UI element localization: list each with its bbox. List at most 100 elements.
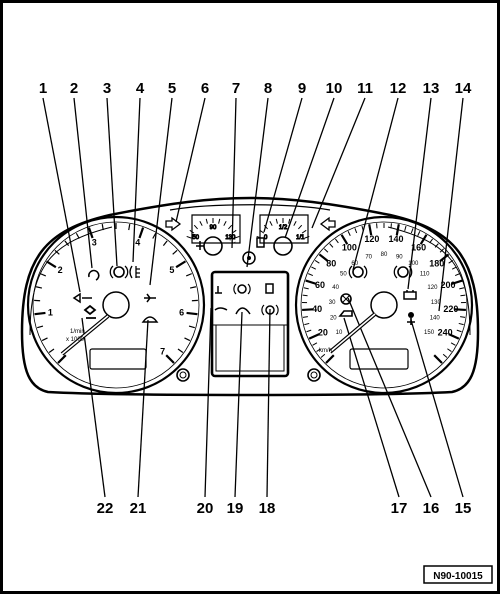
gauge-tick	[34, 311, 46, 316]
speedometer-scale-label: 200	[440, 280, 455, 290]
gauge-tick	[186, 311, 198, 316]
gauge-tick	[419, 234, 428, 245]
gauge-tick	[450, 342, 456, 346]
tachometer-scale-label: 1	[48, 307, 53, 317]
gauge-tick	[459, 287, 465, 290]
gauge-tick	[306, 329, 312, 333]
gauge-tick	[293, 221, 297, 226]
gauge-tick	[312, 342, 318, 346]
tachometer-scale-label: 4	[135, 238, 140, 248]
speedometer-scale-label: 220	[443, 304, 458, 314]
gauge-tick	[101, 224, 104, 231]
tachometer-display	[89, 348, 147, 370]
gauge-tick	[460, 294, 466, 297]
gauge-tick	[304, 235, 310, 239]
gauge-tick	[340, 234, 349, 245]
gauge-tick	[288, 218, 291, 224]
callout-3: 3	[103, 80, 111, 97]
reference-box	[423, 565, 493, 584]
speedometer-inner-label: 90	[396, 254, 403, 260]
speedometer-inner-label: 50	[340, 272, 347, 278]
door-open-icon	[235, 307, 251, 315]
rear-fog-light-icon	[129, 265, 140, 279]
speedometer-inner-label: 120	[427, 285, 438, 291]
gauge-tick	[451, 266, 457, 270]
fuel-gauge-label: 1/1	[296, 235, 305, 241]
speedometer-inner-label: 70	[365, 254, 372, 260]
callout-12: 12	[390, 80, 407, 97]
speedometer-scale-label: 180	[429, 259, 444, 269]
glow-plug-icon	[144, 293, 156, 303]
gauge-tick	[128, 224, 131, 231]
right-adjust-knob	[307, 368, 321, 382]
gauge-tick	[172, 249, 178, 255]
center-display-screen	[215, 324, 285, 372]
battery-charge-icon	[403, 291, 417, 300]
speedometer-scale-label: 60	[315, 280, 325, 290]
temp-gauge-label: 50	[192, 235, 199, 241]
gauge-tick	[223, 221, 227, 226]
brake-warning-icon	[113, 266, 125, 278]
callout-16: 16	[423, 500, 440, 517]
gauge-tick	[442, 353, 448, 358]
gauge-tick	[448, 260, 454, 264]
gauge-tick	[417, 231, 421, 236]
gauge-tick	[193, 224, 198, 230]
fuel-gauge-label: 1/2	[279, 225, 288, 231]
direction-arrows-icon	[72, 292, 92, 304]
tachometer-scale-label: 7	[160, 347, 165, 357]
speedometer-unit: km/h	[319, 348, 332, 354]
temp-unit: °C	[229, 239, 236, 245]
immobilizer-icon	[141, 316, 159, 323]
gauge-tick	[448, 333, 460, 340]
gauge-tick	[234, 235, 240, 239]
gauge-tick	[404, 225, 407, 231]
speedometer-scale-label: 80	[326, 259, 336, 269]
fuel-gauge-label: 0	[264, 235, 268, 241]
gauge-tick	[302, 308, 314, 312]
tachometer-unit-line2: x 1000	[66, 337, 85, 343]
gauge-tick	[152, 232, 157, 239]
washer-fluid-icon	[214, 307, 228, 311]
speedometer-inner-label: 20	[330, 316, 337, 322]
gauge-tick	[175, 260, 187, 269]
gauge-tick	[298, 224, 303, 230]
gauge-tick	[54, 249, 60, 255]
gauge-tick	[460, 316, 466, 318]
fuel-pump-icon	[256, 237, 265, 248]
coolant-level-icon	[215, 286, 222, 294]
callout-17: 17	[391, 500, 408, 517]
callout-5: 5	[168, 80, 176, 97]
callout-19: 19	[227, 500, 244, 517]
speedometer-inner-label: 10	[336, 330, 343, 336]
fuel-reserve-icon	[265, 283, 274, 294]
speedometer-inner-label: 40	[332, 285, 339, 291]
speedometer-ticks	[302, 223, 466, 364]
speedometer-inner-label: 130	[431, 300, 442, 306]
tachometer-scale-label: 2	[58, 265, 63, 275]
brake-pad-icon	[265, 305, 275, 315]
speedometer-scale-label: 20	[318, 327, 328, 337]
temp-gauge-label: 130	[225, 235, 236, 241]
turn-signal-left-icon	[87, 269, 100, 281]
gauge-tick	[87, 227, 94, 239]
gauge-tick	[275, 218, 278, 224]
tachometer-ticks	[34, 223, 198, 364]
gauge-tick	[410, 228, 414, 234]
gauge-tick	[57, 354, 67, 364]
speedometer-scale-label: 100	[342, 243, 357, 253]
callout-10: 10	[326, 80, 343, 97]
gauge-tick	[41, 337, 48, 342]
gauge-tick	[325, 354, 335, 364]
gauge-tick	[434, 243, 439, 248]
gauge-tick	[301, 229, 307, 234]
gauge-tick	[48, 348, 55, 353]
speedometer-inner-label: 30	[329, 300, 336, 306]
gauge-tick	[318, 253, 329, 263]
tachometer-unit-line1: 1/min	[70, 329, 85, 335]
gauge-tick	[177, 348, 184, 353]
